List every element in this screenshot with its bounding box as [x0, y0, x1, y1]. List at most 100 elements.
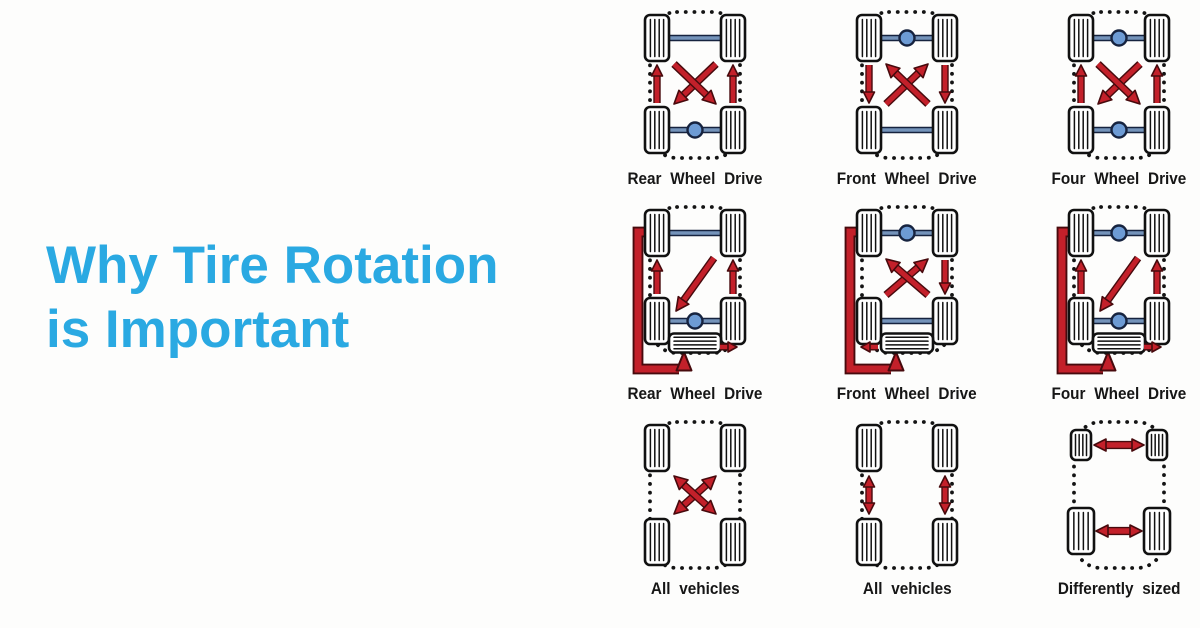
tire [643, 13, 671, 63]
rotation-arrow [1074, 259, 1088, 294]
diagram-rear-wheel-drive-5tire [632, 205, 747, 375]
arrowhead [701, 499, 717, 515]
tire [643, 423, 671, 473]
tire [931, 105, 959, 155]
rotation-arrow [726, 259, 740, 294]
tire [643, 208, 671, 258]
panel-label: Rear Wheel Drive [627, 169, 763, 188]
tire [719, 423, 747, 473]
diagram-line [894, 265, 930, 297]
panel-all-vehicles-sides: All vehicles [812, 414, 1002, 599]
diagram-front-wheel-drive-5tire [844, 205, 959, 375]
arrowhead [885, 258, 901, 274]
differential [1110, 224, 1128, 242]
arrowhead [726, 64, 740, 77]
diagram-line [681, 62, 718, 97]
tire [1067, 13, 1095, 63]
diagram-line [1105, 256, 1141, 302]
rotation-arrow [675, 255, 718, 312]
diagram-all-vehicles-sides [855, 420, 959, 570]
rotation-arrow [938, 260, 952, 295]
tire [855, 208, 883, 258]
panel-differently-sized: Differently sized [1024, 414, 1200, 599]
arrowhead [1093, 438, 1107, 452]
panel-label: Front Wheel Drive [837, 384, 977, 403]
rotation-arrow [883, 258, 929, 298]
diagram-line [884, 265, 920, 297]
tire [1067, 208, 1095, 258]
tire [855, 517, 883, 567]
arrowhead [1150, 64, 1164, 77]
tire [855, 296, 883, 346]
rotation-arrow [1097, 61, 1143, 105]
tire [1066, 506, 1096, 556]
diagram-four-wheel-drive-5tire [1056, 205, 1171, 375]
diagram-line [681, 256, 717, 302]
diagram-all-vehicles-cross [643, 420, 747, 570]
tire [1067, 296, 1095, 346]
arrowhead [1150, 259, 1164, 272]
arrowhead [938, 502, 952, 515]
rotation-arrow [671, 61, 717, 105]
panel-four-wheel-drive-4tire: Four Wheel Drive [1024, 4, 1200, 189]
arrowhead [1099, 295, 1114, 312]
axle [1093, 312, 1145, 330]
arrowhead [650, 64, 664, 77]
rotation-arrow [885, 258, 931, 298]
rotation-arrow [1074, 64, 1088, 103]
rotation-arrow [938, 65, 952, 104]
panel-label: Four Wheel Drive [1051, 169, 1187, 188]
panel-four-wheel-drive-5tire: Four Wheel Drive [1024, 199, 1200, 404]
arrowhead [938, 475, 952, 488]
diagram-front-wheel-drive-4tire [855, 10, 959, 160]
tire [1067, 105, 1095, 155]
rotation-arrow [650, 259, 664, 294]
rotation-arrow [673, 475, 717, 515]
diagram-line [672, 62, 709, 97]
tire [719, 517, 747, 567]
tire [719, 105, 747, 155]
tire [931, 296, 959, 346]
differential [898, 224, 916, 242]
panel-rear-wheel-drive-5tire: Rear Wheel Drive [600, 199, 790, 404]
axle [1093, 224, 1145, 242]
rotation-arrow [726, 64, 740, 103]
rotation-arrow [862, 65, 876, 104]
panel-label: Front Wheel Drive [837, 169, 977, 188]
arrowhead [1131, 438, 1145, 452]
differential [1110, 121, 1128, 139]
page-title: Why Tire Rotation is Important [46, 234, 498, 362]
rotation-arrow [1150, 259, 1164, 294]
differential [1110, 312, 1128, 330]
rotation-arrow [1095, 61, 1141, 105]
spare-tire [1091, 332, 1147, 354]
tire [931, 423, 959, 473]
panel-label: Rear Wheel Drive [627, 384, 763, 403]
panel-label: All vehicles [650, 579, 740, 598]
arrowhead [673, 499, 689, 515]
axle [1093, 29, 1145, 47]
differential [1110, 29, 1128, 47]
rotation-arrow [720, 341, 738, 353]
arrowhead [1125, 89, 1141, 105]
tire [643, 105, 671, 155]
title-line-2: is Important [46, 300, 350, 359]
arrowhead [862, 475, 876, 488]
arrowhead [860, 341, 871, 353]
tire [855, 105, 883, 155]
rotation-arrow [885, 63, 931, 107]
tire [855, 423, 883, 473]
arrowhead [1099, 351, 1117, 372]
panel-label: All vehicles [862, 579, 952, 598]
arrowhead [726, 259, 740, 272]
car-outline [648, 10, 742, 160]
tire [643, 517, 671, 567]
diagram-line [681, 482, 709, 508]
arrowhead [650, 259, 664, 272]
arrowhead [938, 282, 952, 295]
arrowhead [913, 63, 929, 79]
axle [669, 312, 721, 330]
tire [719, 296, 747, 346]
tire [1145, 428, 1169, 462]
arrowhead [675, 295, 690, 312]
